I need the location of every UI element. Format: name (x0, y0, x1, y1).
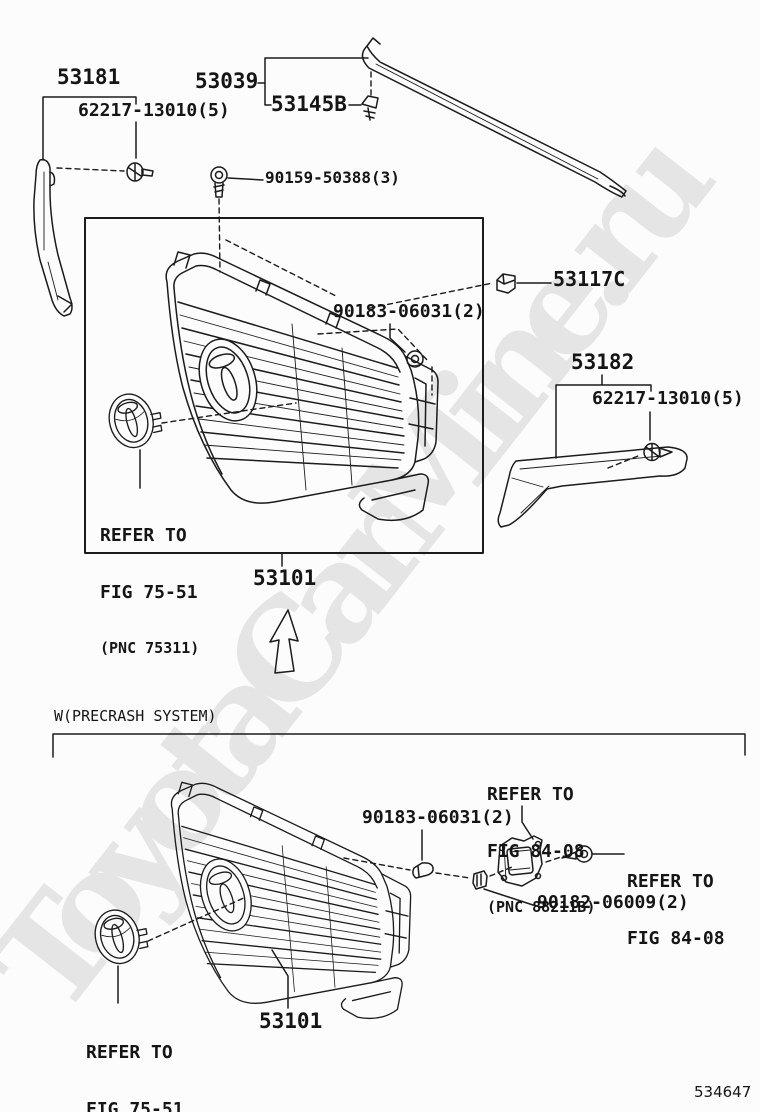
part-label-90159: 90159-50388(3) (265, 168, 400, 187)
direction-arrow (269, 609, 299, 674)
part-label-53181: 53181 (57, 65, 121, 89)
drawing-number: 534647 (694, 1083, 752, 1101)
leader-sensor-note (521, 805, 534, 840)
front-grille-upper (165, 251, 439, 522)
clip-62217-left-icon (126, 162, 154, 182)
toyota-emblem-lower (88, 904, 149, 970)
precrash-sensor-icon (497, 835, 543, 887)
bracket-53039 (257, 57, 369, 106)
part-label-53145B: 53145B (271, 92, 347, 116)
part-label-53182: 53182 (571, 350, 635, 374)
bolt-90183-upper-icon (406, 350, 424, 368)
part-label-53117C: 53117C (553, 267, 626, 291)
leader-90182 (483, 888, 537, 907)
part-label-53101-upper: 53101 (253, 566, 317, 590)
dashed-guides (56, 71, 639, 942)
bracket-53182 (555, 374, 652, 459)
precrash-bracket (52, 733, 746, 758)
part-label-53039: 53039 (195, 69, 259, 93)
part-label-62217-right: 62217-13010(5) (592, 388, 744, 409)
clip-53145B-icon (361, 95, 379, 121)
bracket-53181 (42, 96, 137, 161)
toyota-emblem-upper (102, 388, 163, 454)
part-label-53101-lower: 53101 (259, 1009, 323, 1033)
note-refer-fig7551-lower: REFER TO FIG 75-51 (PNC 75311) (86, 1041, 184, 1112)
left-molding-53181 (33, 158, 73, 317)
part-label-90182: 90182-06009(2) (537, 892, 689, 913)
main-grille-box (84, 217, 484, 554)
part-label-90183-lower: 90183-06031(2) (362, 807, 514, 828)
part-label-90183-upper: 90183-06031(2) (333, 301, 485, 322)
note-refer-fig7551-upper: REFER TO FIG 75-51 (PNC 75311) (100, 524, 200, 658)
grommet-90183-lower-icon (412, 862, 434, 879)
leader-53101-lower (271, 949, 289, 1009)
hood-molding-53039 (361, 37, 627, 198)
section-label-precrash: W(PRECRASH SYSTEM) (54, 707, 217, 725)
leader-90159 (227, 177, 264, 181)
leader-90183-upper (389, 323, 406, 353)
clip-90182-icon (472, 870, 488, 890)
part-label-62217-left: 62217-13010(5) (78, 100, 230, 121)
side-molding-53182 (497, 446, 688, 528)
clip-53117C-icon (496, 273, 516, 294)
note-refer-fig8408-sensor: REFER TO FIG 84-08 (PNC 88211B) (487, 783, 596, 917)
note-refer-fig8408-screw: REFER TO FIG 84-08 (627, 870, 725, 949)
clip-62217-right-icon (643, 442, 673, 462)
screw-90159-icon (210, 166, 228, 198)
